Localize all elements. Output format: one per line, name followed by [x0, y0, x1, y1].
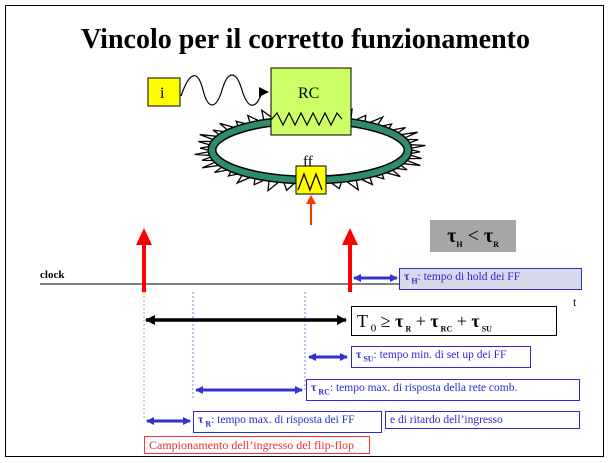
slide-frame [5, 5, 604, 457]
rc-delay-label: τ RC: tempo max. di risposta della rete … [306, 379, 580, 402]
formula-su-sub: SU [479, 324, 492, 334]
sampling-text: Campionamento dell’ingresso del flip-flo… [149, 438, 354, 452]
rc-text: : tempo max. di risposta della rete comb… [329, 382, 518, 394]
rc-resistor [270, 111, 343, 127]
sampling-label: Campionamento dell’ingresso del flip-flo… [144, 436, 370, 454]
ff-box [295, 165, 327, 195]
clock-label: clock [40, 269, 65, 281]
setup-tau: τ [356, 349, 362, 361]
input-wave [180, 74, 269, 106]
setup-label: τ SU: tempo min. di set up dei FF [351, 346, 531, 369]
formula-T-sub: 0 [368, 322, 377, 335]
clock-pulse-1 [136, 228, 152, 292]
ff-wave [297, 172, 323, 192]
hold-label: τ H: tempo di hold dei FF [399, 268, 582, 291]
rc-box [270, 67, 352, 136]
r-tau: τ [198, 414, 204, 426]
formula-tau-su: τ [471, 311, 480, 331]
ff-clock-arrow-head [306, 195, 316, 204]
rc-label: RC [298, 85, 319, 102]
rc-sub: RC [316, 387, 330, 397]
constraint-box: τH < τR [430, 220, 516, 252]
constraint-tau-r: τ [483, 225, 494, 247]
hold-text: : tempo di hold dei FF [417, 271, 521, 283]
time-label: t [573, 295, 577, 309]
input-delay-label: e di ritardo dell’ingresso [385, 411, 580, 429]
setup-text: : tempo min. di set up dei FF [373, 349, 507, 361]
formula-plus-1: + [411, 311, 431, 331]
constraint-r-sub: R [493, 240, 499, 249]
input-label: i [160, 85, 165, 102]
formula-T: T [357, 311, 368, 331]
ff-label: ff [303, 154, 313, 170]
period-formula-box: T 0 ≥ τ R + τ RC + τ SU [351, 306, 557, 336]
rc-tau: τ [311, 382, 317, 394]
input-delay-text: e di ritardo dell’ingresso [390, 414, 503, 426]
setup-sub: SU [361, 354, 374, 364]
formula-rc-sub: RC [438, 324, 453, 334]
formula-ge: ≥ [376, 311, 396, 331]
formula-tau-rc: τ [430, 311, 439, 331]
r-sub: R [203, 419, 212, 429]
hold-sub: H [409, 276, 418, 286]
slide-title: Vincolo per il corretto funzionamento [81, 24, 530, 55]
hold-tau: τ [404, 271, 410, 283]
constraint-op: < [462, 225, 484, 247]
r-text: : tempo max. di risposta dei FF [211, 414, 355, 426]
constraint-tau-h: τ [447, 225, 457, 247]
formula-r-sub: R [403, 324, 412, 334]
clock-pulse-2 [342, 228, 358, 292]
formula-plus-2: + [452, 311, 472, 331]
input-box [147, 77, 181, 107]
formula-tau-r: τ [395, 311, 404, 331]
constraint-h-sub: H [456, 240, 463, 249]
r-delay-label: τ R: tempo max. di risposta dei FF [193, 411, 382, 434]
